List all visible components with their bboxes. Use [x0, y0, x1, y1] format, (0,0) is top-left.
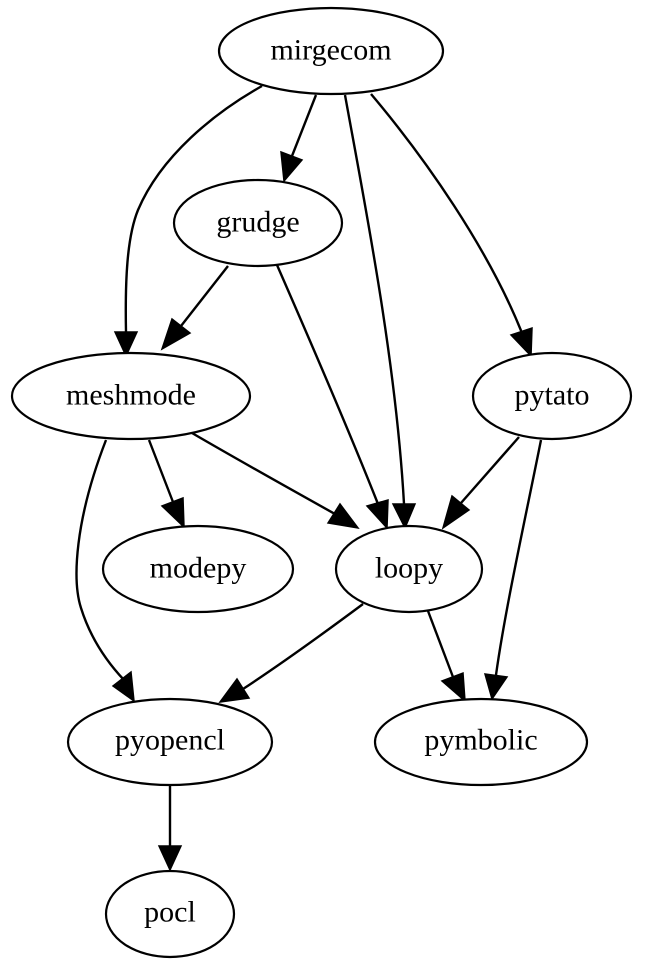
- edge-meshmode-modepy: [147, 439, 185, 529]
- node-mirgecom[interactable]: mirgecom: [217, 6, 445, 96]
- node-pocl[interactable]: pocl: [104, 869, 236, 959]
- node-mirgecom-label: mirgecom: [270, 34, 391, 67]
- node-mirgecom-shape: [217, 6, 445, 96]
- edge-meshmode-pyopencl: [75, 439, 135, 703]
- node-pymbolic-shape: [373, 697, 589, 787]
- edge-grudge-loopy: [275, 264, 389, 530]
- edge-mirgecom-loopy: [343, 94, 417, 530]
- node-grudge[interactable]: grudge: [172, 178, 344, 268]
- node-modepy-label: modepy: [150, 552, 247, 585]
- node-loopy[interactable]: loopy: [334, 524, 484, 614]
- edges: [75, 84, 543, 872]
- node-pyopencl[interactable]: pyopencl: [66, 697, 274, 787]
- node-pymbolic[interactable]: pymbolic: [373, 697, 589, 787]
- edge-loopy-pyopencl: [218, 603, 364, 703]
- node-modepy[interactable]: modepy: [101, 524, 295, 614]
- edge-loopy-pymbolic: [426, 610, 466, 703]
- node-meshmode-shape: [10, 351, 252, 441]
- node-pocl-shape: [104, 869, 236, 959]
- edge-mirgecom-pytato: [370, 93, 533, 358]
- node-pocl-label: pocl: [144, 896, 196, 929]
- node-meshmode-label: meshmode: [66, 379, 196, 412]
- edge-pytato-loopy: [441, 436, 520, 530]
- edge-pyopencl-pocl: [157, 785, 183, 872]
- node-pymbolic-label: pymbolic: [424, 724, 537, 757]
- node-pyopencl-shape: [66, 697, 274, 787]
- edge-pytato-pymbolic: [483, 439, 543, 701]
- node-pytato-label: pytato: [515, 379, 590, 412]
- node-modepy-shape: [101, 524, 295, 614]
- nodes: mirgecom grudge meshmode pytato modepy l…: [10, 6, 633, 959]
- node-pyopencl-label: pyopencl: [115, 724, 225, 757]
- node-grudge-shape: [172, 178, 344, 268]
- edge-meshmode-loopy: [191, 431, 360, 530]
- edge-mirgecom-meshmode: [113, 84, 263, 358]
- edge-mirgecom-grudge: [280, 94, 318, 183]
- node-grudge-label: grudge: [216, 206, 299, 239]
- edge-grudge-meshmode: [160, 265, 229, 351]
- node-loopy-label: loopy: [375, 552, 443, 585]
- node-loopy-shape: [334, 524, 484, 614]
- node-meshmode[interactable]: meshmode: [10, 351, 252, 441]
- node-pytato[interactable]: pytato: [471, 351, 633, 441]
- node-pytato-shape: [471, 351, 633, 441]
